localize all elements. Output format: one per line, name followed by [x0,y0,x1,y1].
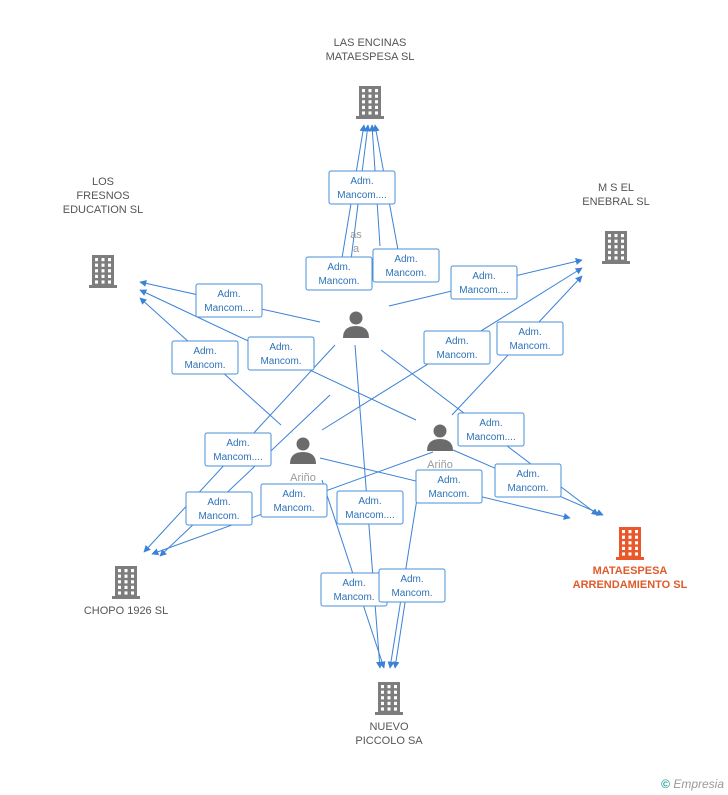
relation-text: Adm. [400,574,423,585]
relation-text: Adm. [282,489,305,500]
relation-label-5[interactable]: Adm. Mancom. [247,336,315,371]
company-label-encinas-line-0: LAS ENCINAS [334,37,407,49]
relation-label-1[interactable]: Adm. Mancom. [305,256,373,291]
person-node-p3[interactable]: Ariño [427,424,453,472]
relation-text: Adm. [350,176,373,187]
relation-label-8[interactable]: Adm. Mancom. [496,321,564,356]
building-icon [375,682,403,715]
company-label-enebral-line-1: ENEBRAL SL [582,196,649,208]
relation-text: Mancom. [385,268,426,279]
relation-label-12[interactable]: Adm. Mancom. [185,491,253,526]
company-node-enebral[interactable]: M S EL ENEBRAL SL [582,182,650,264]
relation-label-10[interactable]: Adm. Mancom.... [457,412,525,447]
relation-label-3[interactable]: Adm. Mancom.... [450,265,518,300]
person-node-p2[interactable]: Ariño [290,437,316,485]
relation-label-15[interactable]: Adm. Mancom.... [336,490,404,525]
building-icon [602,231,630,264]
brand-text: Empresia [673,777,724,791]
relations-layer: Adm.Mancom....Adm.Mancom.Adm.Mancom.Adm.… [171,170,564,607]
person-icon [427,424,453,451]
relation-text: Adm. [394,254,417,265]
relation-text: Adm. [479,418,502,429]
relation-text: Mancom. [428,489,469,500]
relation-text: Adm. [518,327,541,338]
relation-text: Mancom.... [337,190,386,201]
relation-label-0[interactable]: Adm. Mancom.... [328,170,396,205]
relation-text: Adm. [516,469,539,480]
relation-label-14[interactable]: Adm. Mancom. [494,463,562,498]
relation-text: Mancom. [260,356,301,367]
relation-text: Mancom. [198,511,239,522]
relation-text: Adm. [342,578,365,589]
relation-label-11[interactable]: Adm. Mancom. [260,483,328,518]
relation-label-6[interactable]: Adm. Mancom. [171,340,239,375]
watermark: © Empresia [661,777,724,791]
company-node-mataespesa[interactable]: MATAESPESA ARRENDAMIENTO SL [573,527,688,591]
relation-text: Mancom.... [213,452,262,463]
relation-text: Mancom.... [204,303,253,314]
company-label-piccolo-line-1: PICCOLO SA [355,735,423,747]
relation-text: Mancom. [184,360,225,371]
relation-text: Adm. [269,342,292,353]
relation-label-4[interactable]: Adm. Mancom.... [195,283,263,318]
relation-text: Adm. [472,271,495,282]
relation-text: Mancom. [507,483,548,494]
relation-text: Adm. [207,497,230,508]
copyright-icon: © [661,777,670,791]
relation-label-16[interactable]: Adm. Mancom. [320,572,388,607]
person-icon [343,311,369,338]
company-label-chopo-line-0: CHOPO 1926 SL [84,605,168,617]
company-node-encinas[interactable]: LAS ENCINAS MATAESPESA SL [326,37,415,119]
edge-line-12 [159,394,331,557]
company-label-encinas-line-1: MATAESPESA SL [326,51,415,63]
company-node-piccolo[interactable]: NUEVO PICCOLO SA [355,682,423,747]
company-label-mataespesa-line-1: ARRENDAMIENTO SL [573,579,688,591]
person-label-p1-line-0: as [350,229,362,241]
company-label-enebral-line-0: M S EL [598,182,634,194]
relation-text: Adm. [193,346,216,357]
company-label-fresnos-line-0: LOS [92,176,114,188]
relation-label-9[interactable]: Adm. Mancom.... [204,432,272,467]
person-icon [290,437,316,464]
person-label-p3-line-0: Ariño [427,459,453,471]
company-node-fresnos[interactable]: LOS FRESNOS EDUCATION SL [63,176,143,288]
relation-text: Mancom.... [459,285,508,296]
building-icon [356,86,384,119]
relation-text: Mancom. [436,350,477,361]
person-label-p2-line-0: Ariño [290,472,316,484]
company-label-mataespesa-line-0: MATAESPESA [593,565,668,577]
relation-text: Adm. [217,289,240,300]
building-icon [89,255,117,288]
company-label-piccolo-line-0: NUEVO [369,721,409,733]
relation-text: Mancom. [509,341,550,352]
relation-text: Adm. [226,438,249,449]
relation-label-17[interactable]: Adm. Mancom. [378,568,446,603]
company-label-fresnos-line-2: EDUCATION SL [63,204,143,216]
building-icon [616,527,644,560]
building-icon [112,566,140,599]
relation-text: Mancom. [273,503,314,514]
relation-text: Mancom.... [466,432,515,443]
company-label-fresnos-line-1: FRESNOS [76,190,129,202]
relation-text: Adm. [445,336,468,347]
relation-text: Adm. [358,496,381,507]
relation-text: Mancom. [391,588,432,599]
person-label-p1-line-1: a [353,243,360,255]
relation-text: Mancom.... [345,510,394,521]
relation-text: Mancom. [318,276,359,287]
relation-text: Adm. [327,262,350,273]
relation-label-13[interactable]: Adm. Mancom. [415,469,483,504]
relation-text: Adm. [437,475,460,486]
relation-label-2[interactable]: Adm. Mancom. [372,248,440,283]
relation-label-7[interactable]: Adm. Mancom. [423,330,491,365]
relation-text: Mancom. [333,592,374,603]
company-node-chopo[interactable]: CHOPO 1926 SL [84,566,168,617]
